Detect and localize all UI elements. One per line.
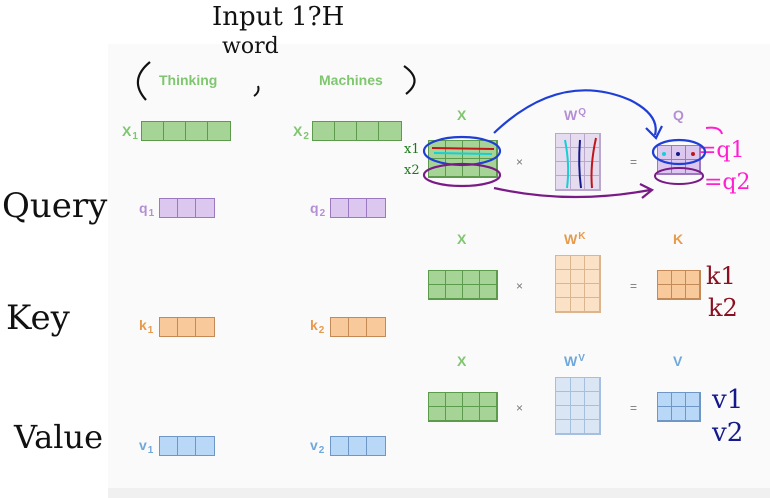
vector-label-k1: k1 bbox=[139, 317, 154, 336]
times-operator-row3: × bbox=[516, 401, 524, 415]
handwritten-query-label: Query bbox=[2, 186, 108, 226]
matrix-label-wq: WQ bbox=[564, 107, 586, 123]
value-matrix-v bbox=[657, 392, 701, 422]
vector-label-x2: X2 bbox=[293, 123, 309, 142]
vector-label-k2: k2 bbox=[310, 317, 325, 336]
blue-arrow-x-to-q bbox=[493, 89, 657, 136]
vector-label-q2: q2 bbox=[310, 200, 326, 219]
matrix-label-wk: WK bbox=[564, 231, 586, 247]
handwritten-k1-annotation: k1 bbox=[706, 262, 736, 290]
matrix-label-x-row3: X bbox=[457, 353, 467, 369]
purple-ellipse-q-row2 bbox=[654, 167, 704, 185]
panel-footer-strip bbox=[108, 488, 770, 498]
equals-operator-row3: = bbox=[630, 401, 638, 415]
key-vector-k2 bbox=[330, 317, 386, 337]
weight-matrix-wv bbox=[555, 377, 601, 435]
query-vector-q1 bbox=[159, 198, 215, 218]
navy-stroke-wq bbox=[578, 139, 582, 189]
weight-matrix-wk bbox=[555, 255, 601, 313]
vector-label-x1: X1 bbox=[122, 123, 138, 142]
handwritten-x1-annotation: x1 bbox=[404, 142, 420, 157]
left-bracket-ink bbox=[136, 61, 151, 101]
purple-arrow-x-to-q bbox=[493, 186, 651, 199]
handwritten-title-line2: word bbox=[222, 34, 279, 59]
key-vector-k1 bbox=[159, 317, 215, 337]
matrix-label-v: V bbox=[673, 353, 683, 369]
vector-label-v1: v1 bbox=[139, 437, 154, 456]
cyan-dot-q bbox=[662, 152, 666, 156]
equals-operator-row2: = bbox=[630, 279, 638, 293]
purple-arrowhead bbox=[639, 183, 655, 199]
vector-label-v2: v2 bbox=[310, 437, 325, 456]
times-operator-row2: × bbox=[516, 279, 524, 293]
embedding-vector-x1 bbox=[141, 121, 231, 141]
magenta-q1-bracket bbox=[705, 126, 723, 135]
weight-matrix-wq bbox=[555, 133, 601, 191]
embedding-vector-x2 bbox=[312, 121, 402, 141]
matrix-label-wv: WV bbox=[564, 353, 585, 369]
blue-ellipse-x-row1 bbox=[422, 135, 502, 167]
matrix-label-k: K bbox=[673, 231, 684, 247]
word-label-1: Thinking bbox=[159, 72, 218, 88]
matrix-label-q: Q bbox=[673, 107, 684, 123]
matrix-label-x-row2: X bbox=[457, 231, 467, 247]
word-label-2: Machines bbox=[319, 72, 383, 88]
handwritten-v2-annotation: v2 bbox=[712, 418, 744, 448]
value-vector-v1 bbox=[159, 436, 215, 456]
vector-label-q1: q1 bbox=[139, 200, 155, 219]
key-matrix-k bbox=[657, 270, 701, 300]
equals-operator-row1: = bbox=[630, 155, 638, 169]
input-matrix-x-row3 bbox=[428, 392, 498, 422]
handwritten-title-line1: Input 1?H bbox=[212, 2, 345, 32]
cyan-stroke-x-row bbox=[433, 152, 493, 155]
query-vector-q2 bbox=[330, 198, 386, 218]
comma-ink bbox=[253, 85, 260, 97]
handwritten-key-label: Key bbox=[6, 298, 70, 338]
handwritten-k2-annotation: k2 bbox=[708, 294, 738, 322]
red-stroke-wq bbox=[590, 137, 597, 189]
red-stroke-x-row bbox=[431, 147, 495, 150]
matrix-label-x-row1: X bbox=[457, 107, 467, 123]
blue-ellipse-q-row1 bbox=[651, 138, 707, 166]
handwritten-value-label: Value bbox=[14, 418, 104, 456]
times-operator-row1: × bbox=[516, 155, 524, 169]
handwritten-q2-annotation: =q2 bbox=[704, 170, 751, 195]
navy-dot-q bbox=[676, 152, 680, 156]
purple-ellipse-x-row2 bbox=[422, 162, 502, 188]
handwritten-x2-annotation: x2 bbox=[404, 163, 420, 178]
right-bracket-ink bbox=[403, 65, 416, 95]
blue-arrowhead bbox=[645, 125, 663, 140]
red-dot-q bbox=[691, 152, 695, 156]
handwritten-v1-annotation: v1 bbox=[712, 385, 744, 415]
input-matrix-x-row1 bbox=[428, 140, 498, 178]
cyan-stroke-wq bbox=[564, 139, 570, 189]
input-matrix-x-row2 bbox=[428, 270, 498, 300]
value-vector-v2 bbox=[330, 436, 386, 456]
